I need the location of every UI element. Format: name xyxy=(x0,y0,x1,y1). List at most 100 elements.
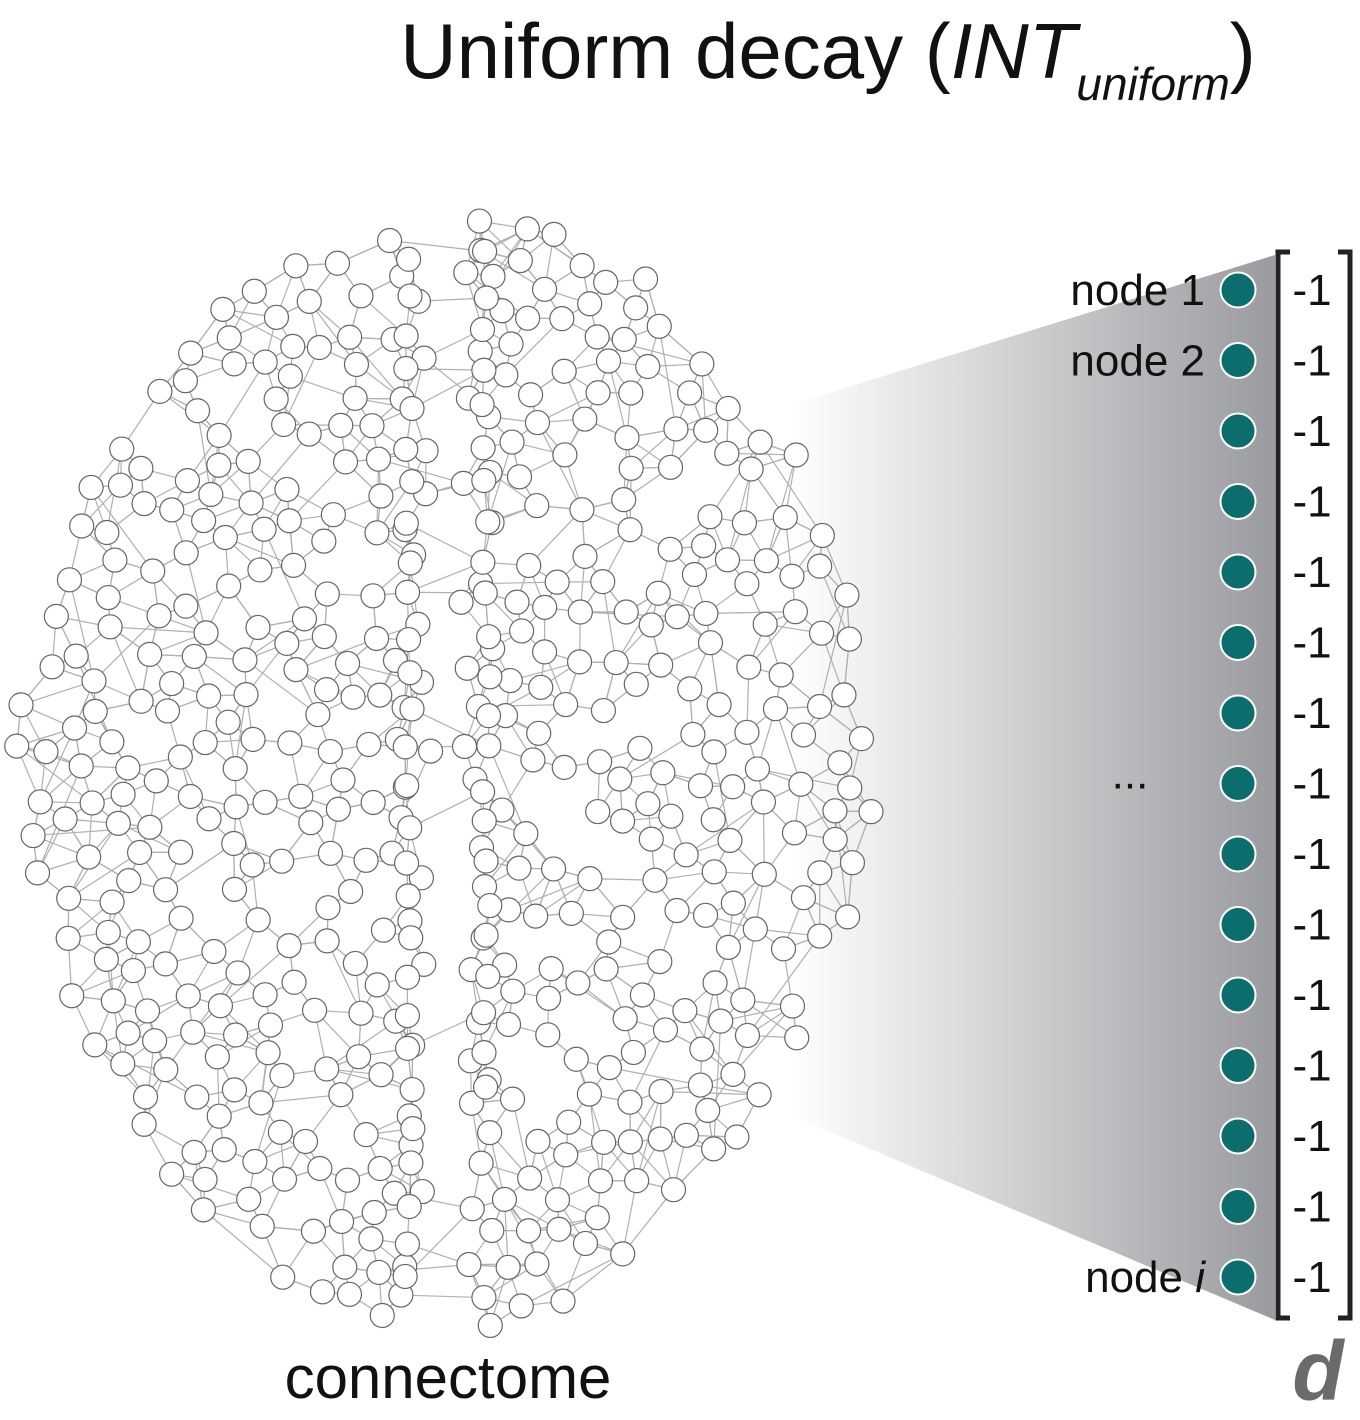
connectome-node xyxy=(513,821,539,847)
connectome-node xyxy=(394,964,421,990)
connectome-node xyxy=(549,306,575,332)
connectome-node xyxy=(610,904,636,930)
connectome-node xyxy=(477,664,503,690)
connectome-node xyxy=(211,1137,237,1163)
edge xyxy=(713,751,731,841)
connectome-node xyxy=(572,1230,599,1257)
connectome-node xyxy=(332,449,359,475)
node-dot-icon xyxy=(1219,1047,1257,1084)
vector-value: -1 xyxy=(1292,478,1331,527)
connectome-node xyxy=(544,1187,571,1213)
connectome-node xyxy=(558,900,584,926)
edge xyxy=(819,594,848,707)
connectome-node xyxy=(337,324,363,350)
connectome-node xyxy=(173,540,199,566)
connectome-node xyxy=(172,368,199,394)
vector-brackets xyxy=(1275,249,1353,1321)
connectome-node xyxy=(395,883,421,909)
connectome-node xyxy=(693,417,719,443)
node-dot-icon xyxy=(1219,976,1257,1014)
connectome-node xyxy=(221,876,248,902)
edge xyxy=(68,851,140,899)
connectome-node xyxy=(221,1077,248,1103)
connectome-node xyxy=(572,406,598,432)
connectome-node xyxy=(708,1008,734,1034)
connectome-node xyxy=(204,1044,230,1070)
connectome-node xyxy=(477,1120,503,1146)
connectome-node xyxy=(837,775,863,801)
connectome-node xyxy=(82,698,108,724)
connectome-node xyxy=(807,693,833,720)
connectome-edges xyxy=(16,220,872,1326)
connectome-node xyxy=(314,581,340,607)
connectome-node xyxy=(353,1122,379,1148)
connectome-node xyxy=(677,676,703,702)
connectome-node xyxy=(394,579,421,605)
connectome-node xyxy=(283,657,309,683)
edge xyxy=(250,433,310,504)
connectome-node xyxy=(730,987,756,1013)
connectome-node xyxy=(603,649,629,676)
connectome-node xyxy=(309,1279,336,1305)
connectome-node xyxy=(788,771,814,797)
connectome-node xyxy=(528,674,554,700)
connectome-node xyxy=(731,510,758,536)
connectome-node xyxy=(585,380,611,406)
connectome-node xyxy=(697,630,724,656)
connectome-node xyxy=(207,993,234,1019)
connectome-node xyxy=(567,599,593,625)
connectome-node xyxy=(504,589,530,615)
connectome-node xyxy=(635,353,661,380)
connectome-node xyxy=(517,1165,543,1191)
node-dot-icon xyxy=(1219,1117,1257,1155)
node-label: node 1 xyxy=(1070,266,1205,315)
connectome-node xyxy=(772,504,798,531)
edge xyxy=(143,1040,156,1125)
connectome-node xyxy=(736,654,762,680)
connectome-node xyxy=(576,1081,603,1107)
connectome-node xyxy=(454,655,480,681)
connectome-node xyxy=(607,766,633,792)
connectome-node xyxy=(471,357,497,383)
connectome-node xyxy=(572,543,598,569)
connectome-node xyxy=(790,722,817,748)
connectome-node xyxy=(153,1057,179,1083)
vector-value: -1 xyxy=(1292,971,1331,1020)
connectome-node xyxy=(154,698,181,724)
edge xyxy=(288,461,346,522)
connectome-node xyxy=(500,978,526,1004)
connectome-node xyxy=(167,744,193,770)
connectome-node xyxy=(325,796,351,822)
connectome-node xyxy=(192,1166,218,1193)
connectome-node xyxy=(507,247,533,274)
connectome-node xyxy=(271,1166,298,1192)
connectome-node xyxy=(82,1032,108,1058)
edge xyxy=(759,441,823,536)
connectome-node xyxy=(24,860,51,886)
connectome-node xyxy=(152,951,179,977)
connectome-node xyxy=(593,956,619,982)
connectome-node xyxy=(173,593,199,619)
edge xyxy=(487,441,513,523)
connectome-node xyxy=(472,1074,499,1100)
connectome-node xyxy=(131,1111,157,1137)
connectome-node xyxy=(100,988,126,1014)
connectome-node xyxy=(541,221,567,247)
node-dot-icon xyxy=(1219,1258,1257,1296)
connectome-node xyxy=(147,378,173,404)
connectome-node xyxy=(269,1062,295,1089)
connectome-node xyxy=(159,1161,185,1187)
connectome-node xyxy=(687,1072,714,1098)
connectome-node xyxy=(348,1000,374,1026)
connectome-node xyxy=(174,467,201,494)
connectome-node xyxy=(393,510,419,536)
connectome-node xyxy=(720,890,746,916)
connectome-node xyxy=(614,425,640,451)
edge xyxy=(746,935,821,1036)
connectome-node xyxy=(417,738,444,764)
connectome-node xyxy=(506,855,532,881)
node-dot-icon xyxy=(1219,412,1257,450)
connectome-node xyxy=(159,670,185,697)
connectome-node xyxy=(493,362,519,388)
